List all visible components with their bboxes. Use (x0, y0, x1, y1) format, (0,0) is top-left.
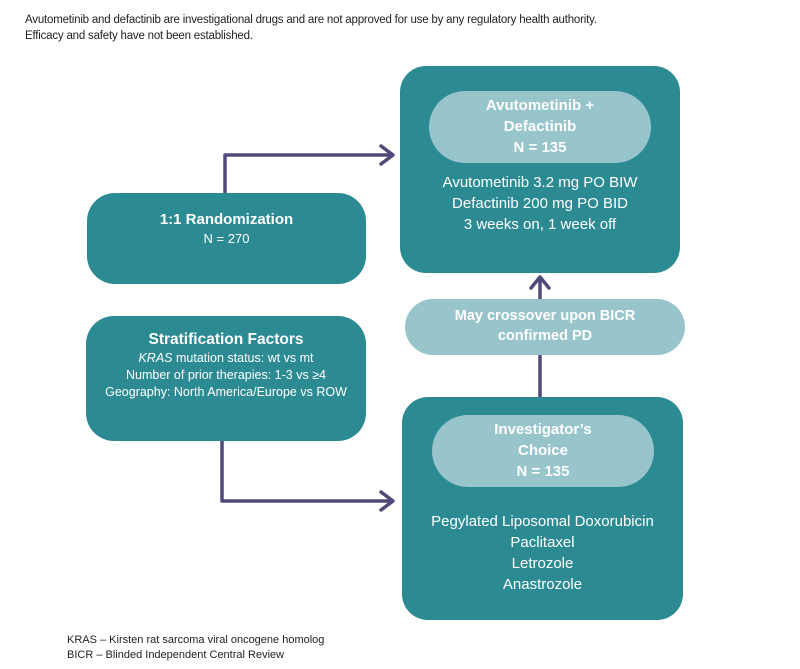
stratification-factor: Geography: North America/Europe vs ROW (105, 385, 347, 399)
arrowhead-arm-b (379, 490, 395, 512)
option-line: Anastrozole (502, 576, 583, 593)
regimen-line: Defactinib 200 mg PO BID (452, 195, 628, 212)
arm-a-n: N = 135 (513, 139, 567, 156)
option-line: Pegylated Liposomal Doxorubicin (431, 513, 654, 530)
option-line: Letrozole (511, 555, 574, 572)
regimen-line: 3 weeks on, 1 week off (463, 216, 617, 233)
footnotes: KRAS – Kirsten rat sarcoma viral oncogen… (67, 633, 324, 663)
arm-b-options: Pegylated Liposomal Doxorubicin Paclitax… (402, 511, 683, 595)
arrowhead-crossover (529, 275, 551, 290)
crossover-pill: May crossover upon BICR confirmed PD (405, 299, 685, 355)
stratification-title: Stratification Factors (148, 331, 304, 348)
arm-a-header-line: Avutometinib + (485, 97, 595, 114)
arm-a-box: Avutometinib + Defactinib N = 135 Avutom… (400, 66, 680, 273)
arm-a-header-line: Defactinib (503, 118, 577, 135)
option-line: Paclitaxel (510, 534, 575, 551)
arrow-stratification-to-arm-b (220, 439, 394, 503)
footnote-bicr: BICR – Blinded Independent Central Revie… (67, 649, 285, 661)
arm-b-box: Investigator’s Choice N = 135 Pegylated … (402, 397, 683, 620)
stratification-factor: KRAS mutation status: wt vs mt (86, 350, 366, 367)
disclaimer-line-1: Avutometinib and defactinib are investig… (25, 14, 597, 26)
arm-a-header: Avutometinib + Defactinib N = 135 (429, 91, 651, 163)
stratification-factor: Number of prior therapies: 1-3 vs ≥4 (126, 368, 326, 382)
regimen-line: Avutometinib 3.2 mg PO BIW (442, 174, 638, 191)
crossover-line: May crossover upon BICR (454, 308, 636, 324)
randomization-n: N = 270 (203, 231, 250, 246)
arrowhead-arm-a (379, 144, 395, 166)
randomization-box: 1:1 Randomization N = 270 (87, 193, 366, 284)
arm-b-header-line: Investigator’s (494, 421, 592, 438)
arm-b-header-line: Choice (517, 442, 568, 459)
disclaimer-line-2: Efficacy and safety have not been establ… (25, 30, 253, 42)
arrow-randomization-to-arm-a (223, 153, 394, 195)
disclaimer: Avutometinib and defactinib are investig… (25, 12, 597, 44)
arm-b-header: Investigator’s Choice N = 135 (432, 415, 654, 487)
arm-a-regimen: Avutometinib 3.2 mg PO BIW Defactinib 20… (400, 172, 680, 235)
crossover-line: confirmed PD (497, 328, 593, 344)
factor-text: mutation status: wt vs mt (172, 351, 314, 365)
arm-b-n: N = 135 (516, 463, 570, 480)
kras-label: KRAS (138, 351, 173, 365)
randomization-title: 1:1 Randomization (159, 211, 294, 228)
footnote-kras: KRAS – Kirsten rat sarcoma viral oncogen… (67, 634, 325, 646)
stratification-box: Stratification Factors KRAS mutation sta… (86, 316, 366, 441)
